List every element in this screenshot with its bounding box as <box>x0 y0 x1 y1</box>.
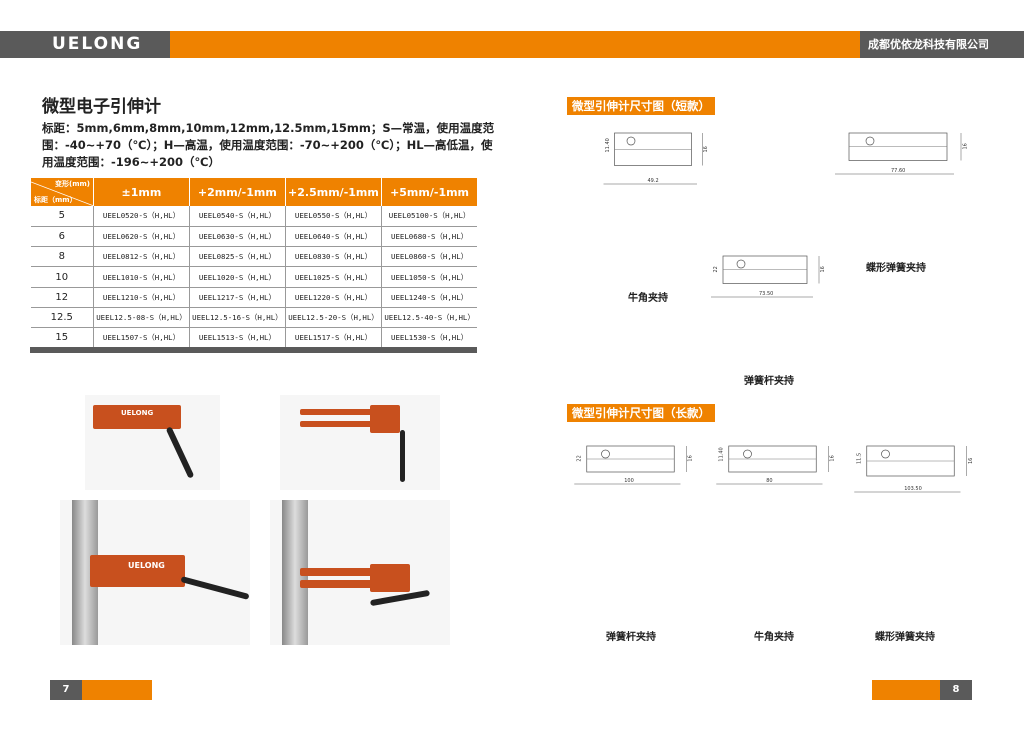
model-cell: UEEL1507-S（H,HL） <box>93 327 190 349</box>
model-cell: UEEL0830-S（H,HL） <box>284 246 382 268</box>
width-dimension: 49.2 <box>648 178 659 184</box>
secondary-dimension: 22 <box>713 266 719 272</box>
column-header: ±1mm <box>93 178 190 206</box>
gauge-length-cell: 15 <box>30 327 94 349</box>
model-cell: UEEL12.5-20-S（H,HL） <box>284 307 382 329</box>
model-cell: UEEL0825-S（H,HL） <box>188 246 286 268</box>
model-cell: UEEL1010-S（H,HL） <box>93 266 190 288</box>
model-cell: UEEL0520-S（H,HL） <box>93 206 190 227</box>
secondary-dimension: 11.40 <box>719 447 725 461</box>
model-cell: UEEL1530-S（H,HL） <box>381 327 477 349</box>
page-number-left: 7 <box>50 680 82 700</box>
spec-description: 标距：5mm,6mm,8mm,10mm,12mm,12.5mm,15mm；S—常… <box>42 121 495 169</box>
caption: 弹簧杆夹持 <box>744 376 794 387</box>
gauge-length-cell: 5 <box>30 206 94 227</box>
product-photo-3: UELONG <box>60 500 250 645</box>
model-cell: UEEL0550-S（H,HL） <box>284 206 382 227</box>
gauge-length-cell: 10 <box>30 266 94 288</box>
corner-header: 变形(mm) 标距（mm） <box>30 178 94 206</box>
model-cell: UEEL0812-S（H,HL） <box>93 246 190 268</box>
model-cell: UEEL0860-S（H,HL） <box>381 246 477 268</box>
short-section-title: 微型引伸计尺寸图（短款） <box>567 97 715 115</box>
height-dimension: 16 <box>688 455 693 461</box>
caption: 蝶形弹簧夹持 <box>866 263 926 274</box>
model-cell: UEEL1025-S（H,HL） <box>284 266 382 288</box>
height-dimension: 16 <box>830 455 835 461</box>
product-photo-1: UELONG <box>85 395 220 490</box>
height-dimension: 16 <box>968 458 973 464</box>
dimension-drawing: 73.50 16 22 <box>711 255 825 298</box>
model-table: 变形(mm) 标距（mm） ±1mm +2mm/-1mm +2.5mm/-1mm… <box>30 178 477 349</box>
gauge-length-cell: 8 <box>30 246 94 268</box>
model-cell: UEEL12.5-16-S（H,HL） <box>188 307 286 329</box>
model-cell: UEEL1217-S（H,HL） <box>188 287 286 308</box>
table-footer-bar <box>30 347 477 353</box>
page-number-right: 8 <box>940 680 972 700</box>
width-dimension: 77.60 <box>891 168 905 174</box>
height-dimension: 16 <box>820 266 825 272</box>
secondary-dimension: 11.5 <box>857 453 863 464</box>
model-cell: UEEL0540-S（H,HL） <box>188 206 286 227</box>
gauge-length-cell: 12 <box>30 287 94 308</box>
width-dimension: 73.50 <box>759 291 773 297</box>
model-cell: UEEL0640-S（H,HL） <box>284 226 382 248</box>
column-header: +2mm/-1mm <box>188 178 286 206</box>
model-cell: UEEL0630-S（H,HL） <box>188 226 286 248</box>
company-name: 成都优依龙科技有限公司 <box>860 31 1024 58</box>
model-cell: UEEL1210-S（H,HL） <box>93 287 190 308</box>
page-bar-right <box>872 680 940 700</box>
model-cell: UEEL1220-S（H,HL） <box>284 287 382 308</box>
model-cell: UEEL1517-S（H,HL） <box>284 327 382 349</box>
model-cell: UEEL1513-S（H,HL） <box>188 327 286 349</box>
dimension-drawing: 77.60 16 <box>835 132 968 175</box>
width-dimension: 100 <box>624 478 634 484</box>
page-title: 微型电子引伸计 <box>42 97 161 117</box>
brand-logo: UELONG <box>0 31 170 58</box>
model-cell: UEEL1050-S（H,HL） <box>381 266 477 288</box>
width-dimension: 80 <box>766 478 772 484</box>
caption: 牛角夹持 <box>628 293 668 304</box>
dimension-drawing: 103.50 16 11.5 <box>854 445 973 493</box>
caption: 蝶形弹簧夹持 <box>875 632 935 643</box>
header-bar <box>170 31 860 58</box>
height-dimension: 16 <box>703 146 708 152</box>
model-cell: UEEL1240-S（H,HL） <box>381 287 477 308</box>
model-cell: UEEL12.5-40-S（H,HL） <box>381 307 477 329</box>
gauge-length-cell: 12.5 <box>30 307 94 329</box>
product-photo-2 <box>280 395 440 490</box>
gauge-length-cell: 6 <box>30 226 94 248</box>
secondary-dimension: 11.40 <box>605 138 611 152</box>
secondary-dimension: 22 <box>577 455 583 461</box>
page-bar-left <box>82 680 152 700</box>
product-photo-4 <box>270 500 450 645</box>
width-dimension: 103.50 <box>904 486 922 492</box>
dimension-drawing: 49.2 16 11.40 <box>603 132 708 185</box>
caption: 弹簧杆夹持 <box>606 632 656 643</box>
model-cell: UEEL1020-S（H,HL） <box>188 266 286 288</box>
model-cell: UEEL0680-S（H,HL） <box>381 226 477 248</box>
dimension-drawing: 100 16 22 <box>574 445 693 485</box>
column-header: +5mm/-1mm <box>381 178 477 206</box>
model-cell: UEEL12.5-08-S（H,HL） <box>93 307 190 329</box>
model-cell: UEEL0620-S（H,HL） <box>93 226 190 248</box>
dimension-drawing: 80 16 11.40 <box>716 445 835 485</box>
caption: 牛角夹持 <box>754 632 794 643</box>
model-cell: UEEL05100-S（H,HL） <box>381 206 477 227</box>
height-dimension: 16 <box>963 143 968 149</box>
column-header: +2.5mm/-1mm <box>284 178 382 206</box>
long-section-title: 微型引伸计尺寸图（长款） <box>567 404 715 422</box>
